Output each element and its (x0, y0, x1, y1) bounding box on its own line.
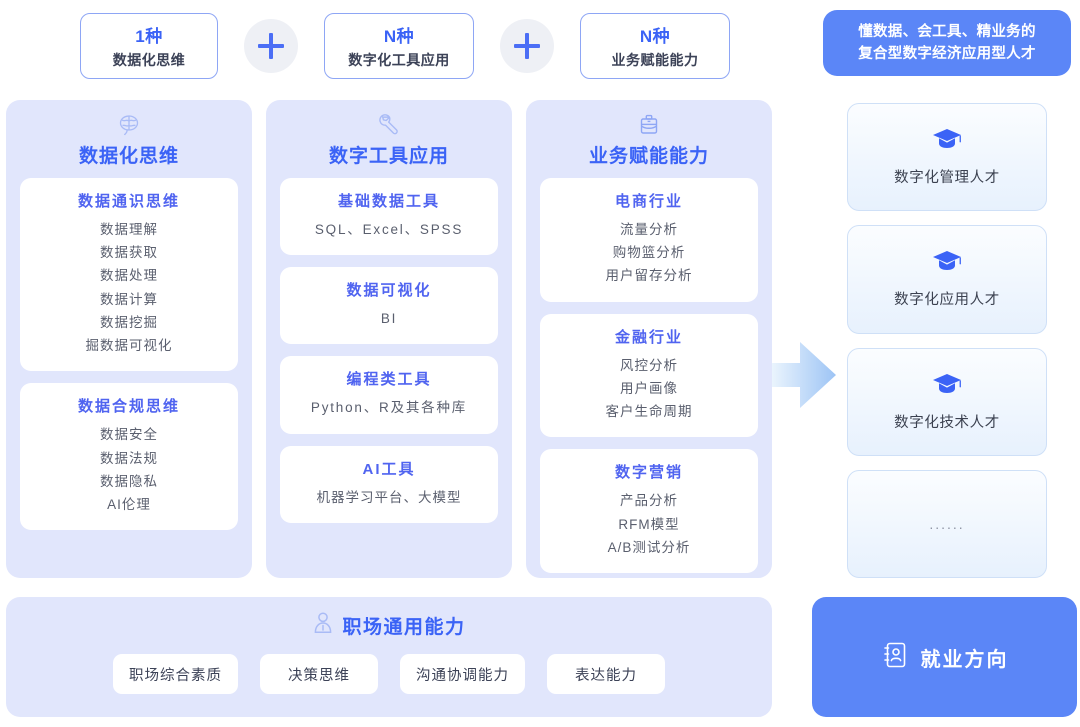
brain-icon (116, 112, 142, 138)
card-line: 数据处理 (100, 268, 158, 284)
card-line: 数据隐私 (100, 473, 158, 489)
card-basic-data-tools: 基础数据工具 SQL、Excel、SPSS (280, 178, 498, 256)
column-header: 数据化思维 (20, 112, 238, 178)
card-data-literacy: 数据通识思维 数据理解 数据获取 数据处理 数据计算 数据挖掘 掘数据可视化 (20, 178, 238, 372)
plus-glyph (514, 33, 540, 59)
card-line: 用户留存分析 (605, 268, 693, 284)
plus-icon-1 (244, 19, 298, 73)
career-direction-banner: 就业方向 (812, 597, 1077, 717)
card-line: 风控分析 (620, 357, 678, 373)
card-digital-marketing: 数字营销 产品分析 RFM模型 A/B测试分析 (540, 449, 758, 573)
formula-count-3: N种 (639, 27, 671, 46)
column-business-enablement: 业务赋能能力 电商行业 流量分析 购物篮分析 用户留存分析 金融行业 风控分析 … (526, 100, 772, 578)
column-data-thinking: 数据化思维 数据通识思维 数据理解 数据获取 数据处理 数据计算 数据挖掘 掘数… (6, 100, 252, 578)
formula-box-3: N种 业务赋能能力 (580, 13, 730, 79)
formula-label-2: 数字化工具应用 (348, 52, 450, 68)
skill-chip: 职场综合素质 (113, 654, 238, 694)
card-title: 数据通识思维 (77, 193, 180, 210)
capability-columns: 数据化思维 数据通识思维 数据理解 数据获取 数据处理 数据计算 数据挖掘 掘数… (6, 100, 772, 578)
talent-card-application: 数字化应用人才 (847, 225, 1047, 334)
card-title: 金融行业 (614, 328, 683, 346)
card-line: 数据安全 (100, 427, 158, 443)
talent-outcomes-list: 数字化管理人才 数字化应用人才 数字化技术人才 (847, 103, 1047, 578)
card-title: 数据合规思维 (77, 398, 180, 416)
card-line: 数据挖掘 (100, 314, 158, 330)
column-title: 业务赋能能力 (588, 146, 709, 167)
talent-label: 数字化管理人才 (894, 170, 1000, 187)
card-data-compliance: 数据合规思维 数据安全 数据法规 数据隐私 AI伦理 (20, 383, 238, 531)
card-line: A/B测试分析 (607, 539, 691, 555)
card-title: 数据可视化 (346, 282, 432, 300)
card-line: SQL、Excel、SPSS (314, 222, 464, 237)
column-header: 数字工具应用 (280, 112, 498, 178)
graduation-cap-icon (932, 249, 962, 278)
skill-chip: 表达能力 (547, 654, 665, 694)
card-line: RFM模型 (618, 516, 680, 532)
card-title: 编程类工具 (346, 371, 432, 389)
formula-box-2: N种 数字化工具应用 (324, 13, 474, 79)
card-line: 流量分析 (620, 222, 678, 237)
general-skills-chips: 职场综合素质 决策思维 沟通协调能力 表达能力 (113, 654, 665, 694)
formula-count-1: 1种 (135, 27, 163, 46)
card-line: 用户画像 (620, 380, 678, 396)
card-title: AI工具 (362, 460, 416, 478)
card-line: 数据计算 (100, 291, 158, 307)
card-title: 电商行业 (614, 193, 683, 210)
card-title: 数字营销 (614, 464, 683, 482)
formula-label-1: 数据化思维 (112, 52, 186, 68)
card-line: 数据法规 (100, 450, 158, 466)
right-arrow-icon (772, 338, 838, 412)
graduation-cap-icon (932, 127, 962, 156)
card-line: 购物篮分析 (612, 245, 686, 261)
general-skills-title: 职场通用能力 (342, 617, 466, 638)
contact-book-icon (881, 640, 909, 675)
skill-chip: 决策思维 (260, 654, 378, 694)
card-line: BI (380, 311, 398, 327)
skill-chip: 沟通协调能力 (400, 654, 525, 694)
card-title: 基础数据工具 (337, 193, 440, 210)
card-line: 产品分析 (620, 493, 678, 509)
briefcase-icon (636, 112, 662, 138)
ellipsis-label: ...... (929, 515, 965, 532)
talent-label: 数字化应用人才 (894, 292, 1000, 309)
formula-count-2: N种 (383, 27, 415, 46)
outcome-pill-line-1: 懂数据、会工具、精业务的 (858, 23, 1036, 40)
card-line: Python、R及其各种库 (310, 400, 468, 416)
card-line: 数据理解 (100, 222, 158, 237)
talent-label: 数字化技术人才 (894, 414, 1000, 431)
outcome-pill: 懂数据、会工具、精业务的 复合型数字经济应用型人才 (823, 10, 1071, 76)
card-finance: 金融行业 风控分析 用户画像 客户生命周期 (540, 313, 758, 438)
card-programming-tools: 编程类工具 Python、R及其各种库 (280, 356, 498, 434)
general-skills-header: 职场通用能力 (312, 611, 465, 640)
formula-box-1: 1种 数据化思维 (80, 13, 218, 79)
card-ai-tools: AI工具 机器学习平台、大模型 (280, 445, 498, 523)
card-line: 机器学习平台、大模型 (316, 489, 462, 505)
talent-card-management: 数字化管理人才 (847, 103, 1047, 212)
column-header: 业务赋能能力 (540, 112, 758, 178)
outcome-pill-line-2: 复合型数字经济应用型人才 (858, 46, 1036, 62)
plus-icon-2 (500, 19, 554, 73)
column-title: 数字工具应用 (328, 146, 449, 167)
formula-label-3: 业务赋能能力 (611, 52, 699, 68)
card-line: 客户生命周期 (605, 404, 693, 420)
plus-glyph (258, 33, 284, 59)
formula-row: 1种 数据化思维 N种 数字化工具应用 N种 业务赋能能力 (0, 0, 810, 92)
card-line: 数据获取 (100, 245, 158, 261)
talent-card-technical: 数字化技术人才 (847, 347, 1047, 456)
card-line: 掘数据可视化 (85, 338, 173, 354)
general-skills-bar: 职场通用能力 职场综合素质 决策思维 沟通协调能力 表达能力 (6, 597, 772, 717)
talent-card-more: ...... (847, 469, 1047, 578)
wrench-icon (376, 112, 402, 138)
column-title: 数据化思维 (78, 146, 179, 167)
graduation-cap-icon (932, 372, 962, 401)
column-digital-tools: 数字工具应用 基础数据工具 SQL、Excel、SPSS 数据可视化 BI 编程… (266, 100, 512, 578)
card-ecommerce: 电商行业 流量分析 购物篮分析 用户留存分析 (540, 178, 758, 302)
card-data-visualization: 数据可视化 BI (280, 267, 498, 345)
career-direction-label: 就业方向 (920, 648, 1009, 671)
person-icon (312, 611, 334, 640)
card-line: AI伦理 (107, 496, 151, 512)
